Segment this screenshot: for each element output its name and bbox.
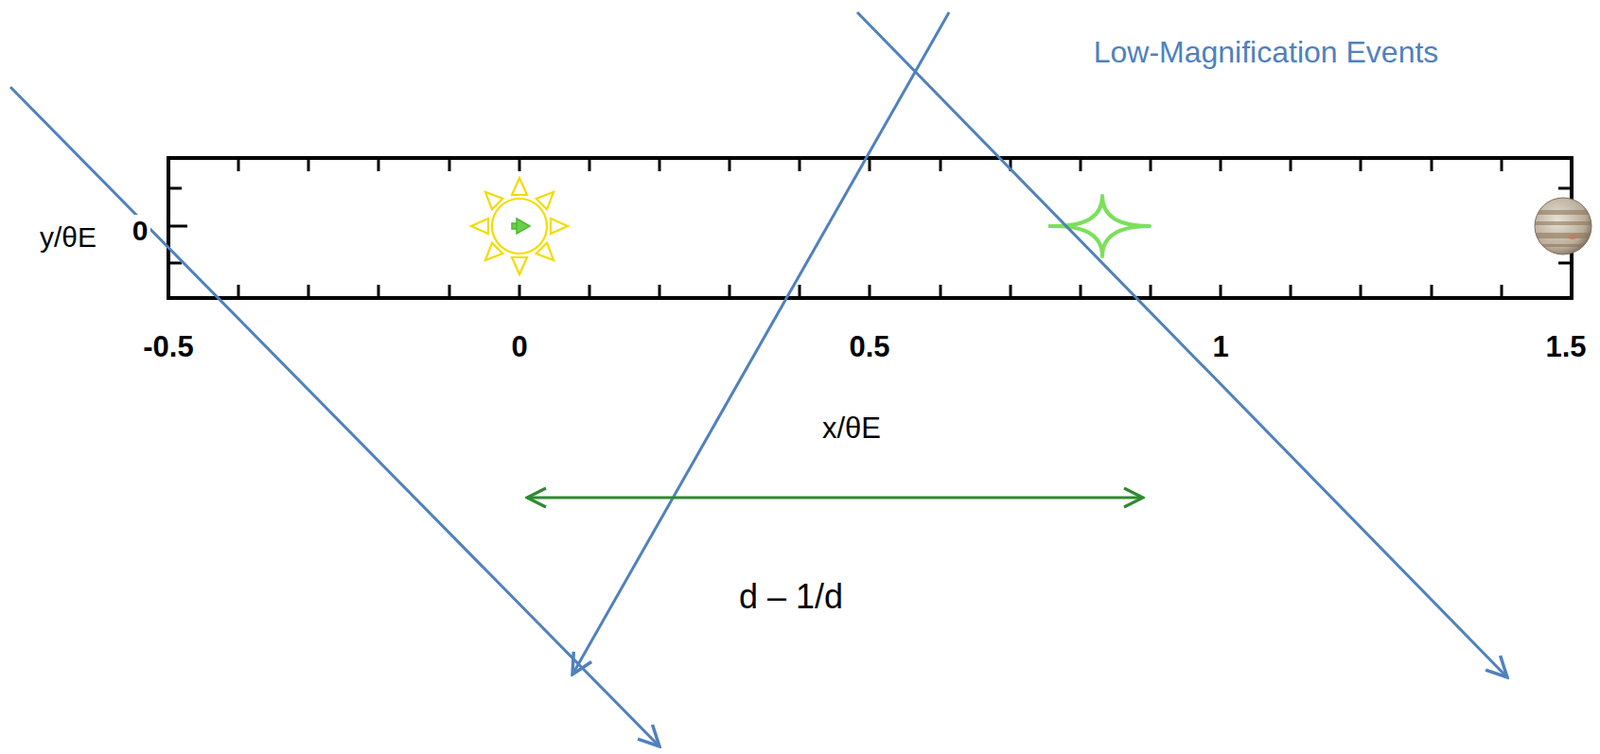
planet-symbol xyxy=(1532,197,1594,255)
separation-label: d – 1/d xyxy=(736,578,846,616)
figure-title: Low-Magnification Events xyxy=(1090,35,1442,70)
central-caustic xyxy=(511,218,530,234)
tick-label: -0.5 xyxy=(140,331,196,364)
tick-label: 0.5 xyxy=(845,331,893,364)
separation-arrow xyxy=(527,496,1143,500)
axis-ticks xyxy=(168,158,1572,299)
source-trajectory xyxy=(10,12,1508,747)
tick-label: 0 xyxy=(508,331,530,364)
planetary-caustic xyxy=(1048,195,1150,257)
tick-label: 1.5 xyxy=(1542,331,1589,364)
tick-label: 1 xyxy=(1209,331,1231,364)
axis-label: y/θE xyxy=(36,221,100,253)
tick-label: 0 xyxy=(129,214,152,247)
axis-label: x/θE xyxy=(819,412,884,445)
star-symbol xyxy=(471,177,568,275)
plot-frame xyxy=(168,158,1572,299)
